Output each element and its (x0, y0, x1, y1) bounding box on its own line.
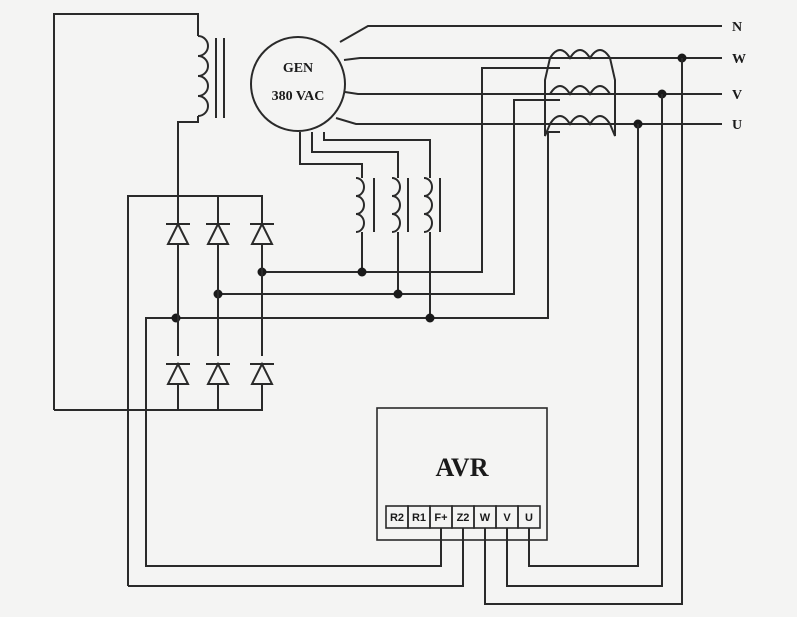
diode-5-icon (206, 361, 230, 385)
phase-labels: N W V U (732, 20, 746, 133)
terminal-r1: R1 (412, 512, 426, 524)
diode-2-icon (206, 221, 230, 245)
phase-lines (335, 25, 722, 125)
label-u: U (732, 118, 742, 133)
junction-bus3 (171, 313, 181, 323)
avr-module: AVR R2 R1 F+ Z2 W V U (376, 407, 548, 541)
junction-ct1 (357, 267, 367, 277)
terminal-r2: R2 (390, 512, 404, 524)
current-transformers (355, 177, 441, 233)
phase-junctions (633, 53, 687, 129)
diode-1-icon (166, 221, 190, 245)
terminal-z2: Z2 (457, 512, 470, 524)
generator-name: GEN (283, 61, 313, 76)
ct-leads (299, 132, 431, 318)
label-w: W (732, 52, 746, 67)
avr-wiring (128, 58, 683, 605)
terminal-f-plus: F+ (434, 512, 447, 524)
terminal-v: V (503, 512, 511, 524)
generator: GEN 380 VAC (250, 36, 346, 132)
exciter-field-coil (53, 13, 225, 410)
label-n: N (732, 20, 742, 35)
junction-ct2 (393, 289, 403, 299)
diode-6-icon (250, 361, 274, 385)
terminal-u: U (525, 512, 533, 524)
generator-rating: 380 VAC (272, 89, 325, 104)
junction-ct3 (425, 313, 435, 323)
diode-3-icon (250, 221, 274, 245)
terminal-w: W (480, 512, 491, 524)
diode-4-icon (166, 361, 190, 385)
label-v: V (732, 88, 742, 103)
rectifier-bridge (54, 195, 274, 586)
avr-terminal-strip: R2 R1 F+ Z2 W V U (385, 505, 541, 529)
avr-title: AVR (436, 453, 489, 482)
